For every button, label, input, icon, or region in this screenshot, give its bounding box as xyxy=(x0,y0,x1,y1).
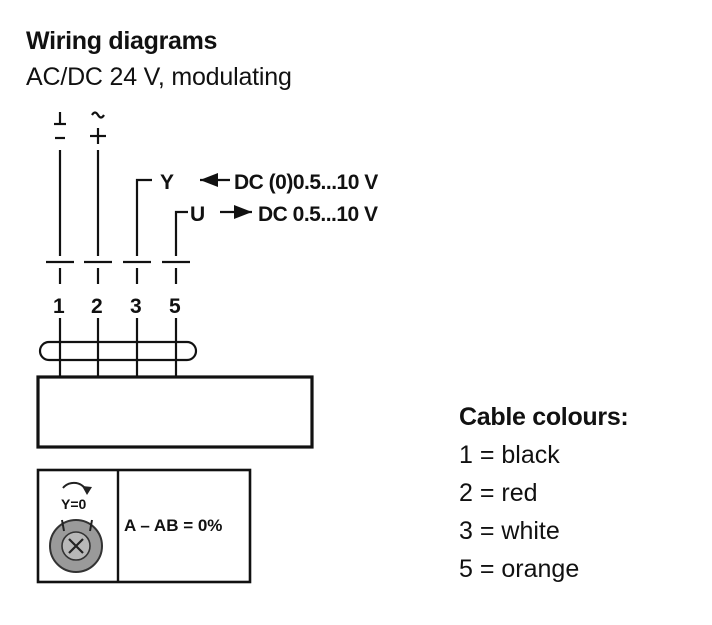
terminal-bars xyxy=(46,260,190,284)
cable-colour-legend: Cable colours: 1 = black 2 = red 3 = whi… xyxy=(459,398,629,588)
legend-item: 5 = orange xyxy=(459,555,580,583)
terminal-2-label: 2 xyxy=(91,295,103,318)
setting-text: A – AB = 0% xyxy=(124,516,222,535)
actuator-box xyxy=(36,375,314,449)
signal-y-label: Y xyxy=(160,171,174,194)
dial-label: Y=0 xyxy=(61,496,87,512)
wire-5 xyxy=(174,210,188,256)
terminal-5-label: 5 xyxy=(169,295,181,318)
ground-symbol xyxy=(54,112,66,140)
cable-sheath xyxy=(38,340,198,362)
signal-u-text: DC 0.5...10 V xyxy=(258,203,378,226)
legend-title: Cable colours: xyxy=(459,403,629,431)
page-subtitle: AC/DC 24 V, modulating xyxy=(26,63,292,91)
wire-3 xyxy=(135,178,152,256)
page-title: Wiring diagrams xyxy=(26,27,218,55)
setting-box xyxy=(36,468,252,584)
legend-item: 2 = red xyxy=(459,479,538,507)
dial-icon xyxy=(49,481,103,573)
legend-item: 1 = black xyxy=(459,441,560,469)
terminal-1-label: 1 xyxy=(53,295,65,318)
legend-item: 3 = white xyxy=(459,517,560,545)
y-arrow xyxy=(200,173,218,187)
terminal-3-label: 3 xyxy=(130,295,142,318)
u-arrow xyxy=(234,205,252,219)
ac-symbol xyxy=(90,111,106,144)
signal-y-text: DC (0)0.5...10 V xyxy=(234,171,378,194)
signal-u-label: U xyxy=(190,203,205,226)
